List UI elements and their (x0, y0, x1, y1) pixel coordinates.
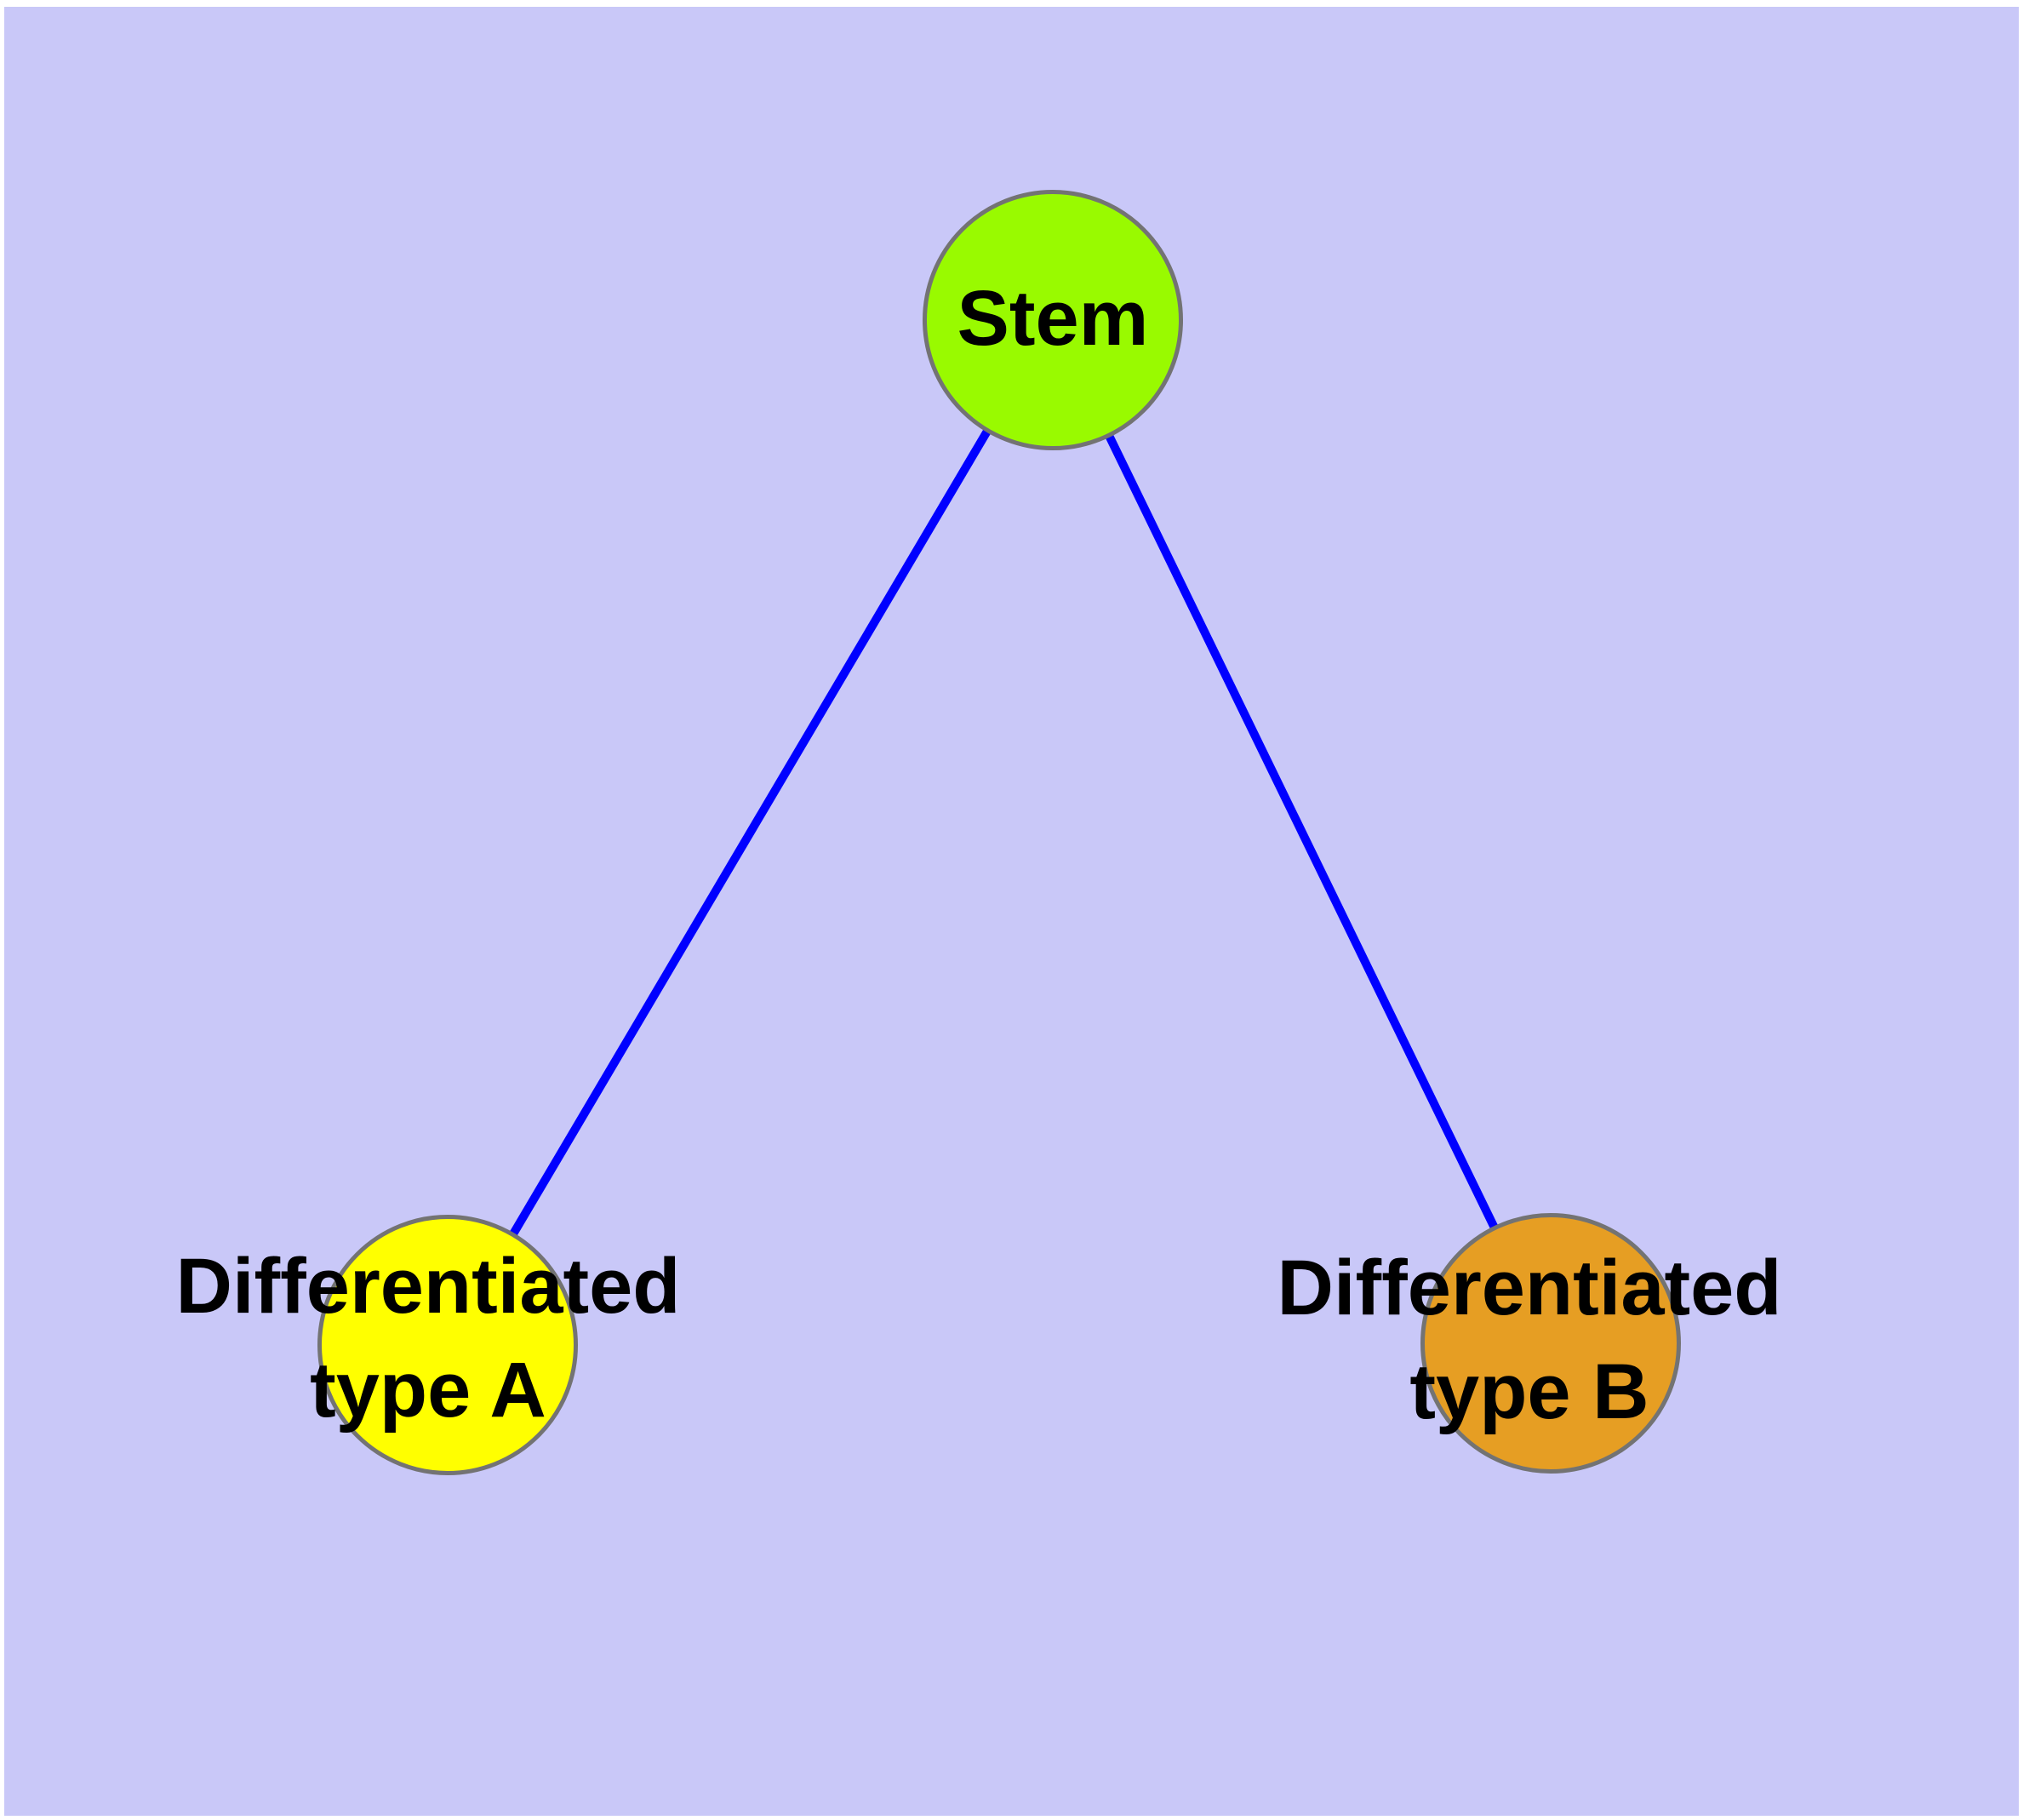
node-stem-label: Stem (883, 278, 1223, 359)
label-line: type B (1409, 1348, 1649, 1435)
label-line: Differentiated (175, 1243, 681, 1330)
edge-stem-to-type-b (1049, 318, 1555, 1346)
node-differentiated-type-b-label: Differentiated type B (1232, 1236, 1827, 1444)
label-line: Differentiated (1277, 1245, 1782, 1331)
edge-stem-to-type-a (443, 318, 1057, 1348)
node-differentiated-type-a (317, 1215, 578, 1475)
label-line: Stem (957, 275, 1149, 362)
node-stem (923, 190, 1183, 450)
label-line: type A (310, 1347, 546, 1434)
node-differentiated-type-b (1420, 1213, 1681, 1474)
node-differentiated-type-a-label: Differentiated type A (130, 1234, 726, 1442)
